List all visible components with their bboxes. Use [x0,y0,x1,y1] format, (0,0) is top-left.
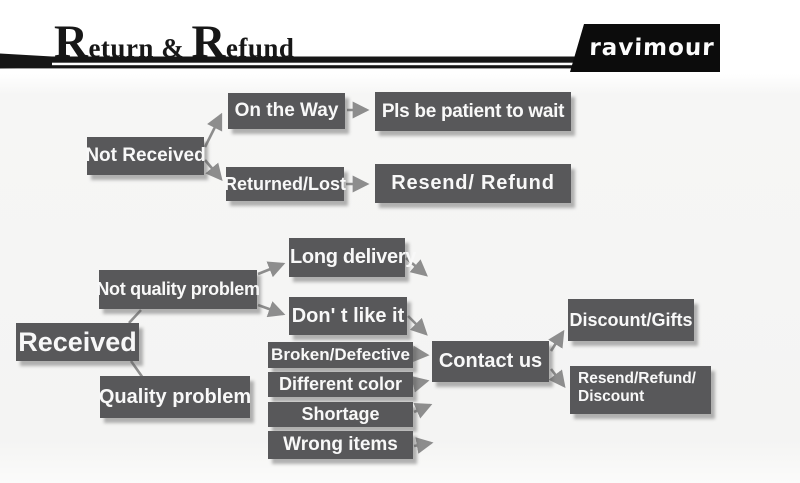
node-resend-refund: Resend/ Refund [375,164,571,203]
arrow-notquality-longdelivery [257,261,286,278]
arrow-shortage-contact [413,403,433,419]
node-resend-refund-discount: Resend/Refund/ Discount [570,366,711,414]
node-different-color: Different color [268,372,413,397]
node-returned-lost: Returned/Lost [224,167,346,201]
node-on-the-way: On the Way [228,93,345,129]
arrow-wrongitems-contact [413,437,434,454]
header-rule-graphic [0,24,720,72]
node-discount-gifts: Discount/Gifts [568,299,694,341]
node-quality-problem: Quality problem [99,376,251,418]
arrow-diffcolor-contact [411,375,430,393]
node-not-received: Not Received [85,137,206,175]
arrow-notreceived-returnedlost [204,159,223,181]
header-rule-thick [0,56,576,63]
arrow-broken-contact [412,345,430,363]
page-title: Return & Refund [54,19,294,66]
arrow-contact-discountgifts [548,329,565,352]
node-contact-us: Contact us [432,341,549,382]
arrow-contact-rrd [548,368,566,389]
title-part: eturn [88,33,154,63]
line-received-quality [129,360,145,379]
line-received-notquality [128,309,142,324]
arrow-notreceived-ontheway [203,112,223,148]
title-part: efund [225,33,295,63]
node-received: Received [16,323,139,361]
title-part: & [153,33,192,63]
arrow-notquality-dontlike [257,301,286,318]
title-part: R [54,16,89,68]
node-pls-be-patient: Pls be patient to wait [375,92,571,131]
arrow-dontlike-contact [407,315,428,336]
brand-plate [570,24,720,72]
node-broken-defective: Broken/Defective [268,342,413,368]
node-wrong-items: Wrong items [268,431,413,459]
node-shortage: Shortage [268,402,413,427]
node-not-quality-problem: Not quality problem [96,270,260,309]
title-part: R [191,16,226,68]
arrow-longdelivery-contact [405,257,428,277]
node-long-delivery: Long delivery [289,238,416,277]
node-dont-like-it: Don' t like it [289,297,407,335]
header-rule-thin [0,65,576,69]
